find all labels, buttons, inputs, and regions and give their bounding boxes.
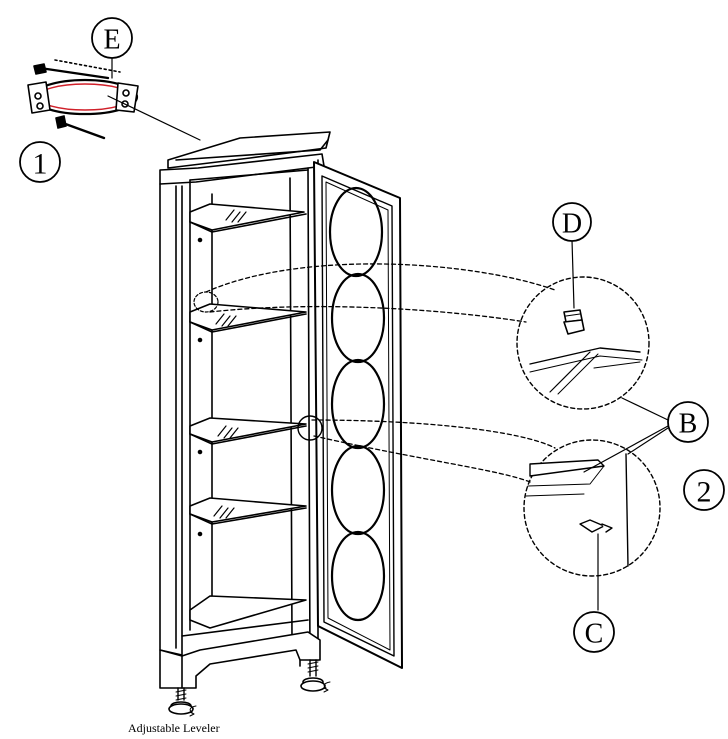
label-circle-c [573, 611, 615, 653]
glass-door [193, 161, 403, 669]
label-circle-b [667, 401, 709, 443]
callout-leader-d-lower [209, 305, 527, 323]
callout-leader-d-upper [205, 263, 556, 293]
detail-shelf-clip [516, 239, 650, 410]
detail-shelf-pin [523, 397, 669, 611]
label-b: B [679, 409, 698, 440]
label-circle-d [552, 202, 592, 242]
wall-anchor-hardware [27, 26, 201, 141]
label-circle-e [91, 17, 133, 59]
label-e: E [103, 25, 120, 56]
label-c: C [585, 619, 604, 650]
adjustable-leveler-caption: Adjustable Leveler [128, 721, 220, 735]
callout-leader-c-lower [313, 435, 531, 483]
step-number-2: 2 [697, 476, 712, 509]
label-d: D [562, 209, 582, 240]
label-circle-step-1 [19, 141, 61, 183]
callout-leader-c-upper [311, 419, 556, 449]
label-circle-step-2 [683, 469, 725, 511]
step-number-1: 1 [33, 148, 48, 181]
adjustable-levelers [168, 659, 331, 717]
corner-cabinet [159, 131, 331, 689]
